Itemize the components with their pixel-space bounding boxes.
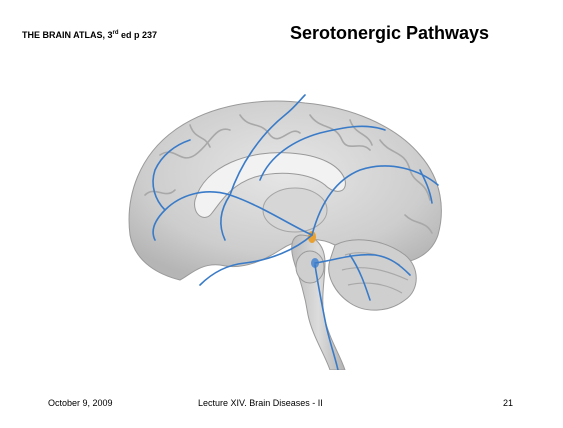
footer-lecture: Lecture XIV. Brain Diseases - II bbox=[198, 398, 323, 408]
footer-date: October 9, 2009 bbox=[48, 398, 113, 408]
thalamus bbox=[263, 188, 327, 232]
pons bbox=[296, 251, 324, 283]
brain-figure bbox=[120, 85, 450, 370]
source-main: THE BRAIN ATLAS, 3 bbox=[22, 30, 113, 40]
slide-title: Serotonergic Pathways bbox=[290, 23, 489, 44]
source-tail: ed p 237 bbox=[119, 30, 158, 40]
source-citation: THE BRAIN ATLAS, 3rd ed p 237 bbox=[22, 30, 157, 40]
page-number: 21 bbox=[503, 398, 513, 408]
